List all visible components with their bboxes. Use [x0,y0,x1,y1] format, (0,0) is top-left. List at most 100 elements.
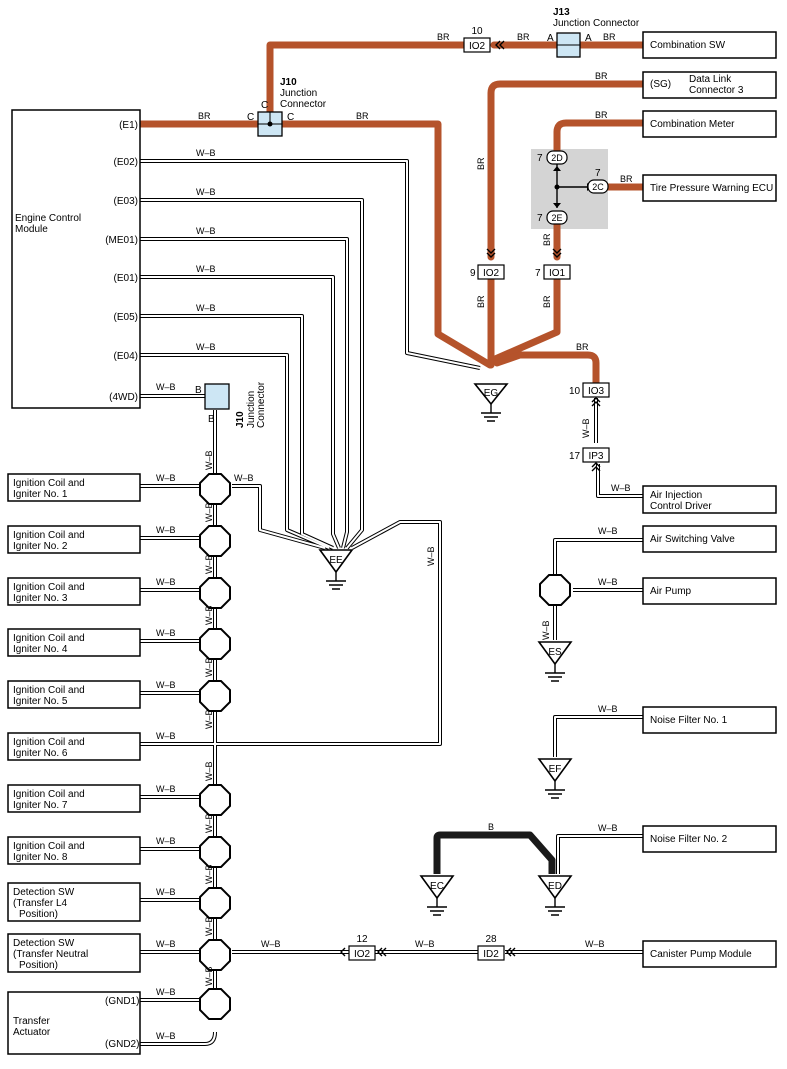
coil-4-label-1: Ignition Coil and [13,633,85,644]
wire-label-br: BR [576,342,589,352]
wire-label-wb-v: W–B [426,546,436,566]
wire-label-wb: W–B [156,382,176,392]
transfer-actuator-label-2: Actuator [13,1027,51,1038]
canister-pump-label: Canister Pump Module [650,949,752,960]
wire-label-wb: W–B [196,148,216,158]
connector-io1-name: IO1 [549,268,566,279]
noise-filter-1-label: Noise Filter No. 1 [650,715,728,726]
j10-top-id: J10 [280,77,297,88]
wire-label-wb: W–B [196,342,216,352]
coil-2-box [7,525,141,554]
transfer-actuator-pin-gnd2: (GND2) [105,1039,139,1050]
splice-coil-2 [199,525,231,557]
wire-label-br: BR [595,71,608,81]
coil-1-box [7,473,141,502]
connector-io3-name: IO3 [588,386,605,397]
wire-label-wb: W–B [156,784,176,794]
j13-pin-right: A [585,33,592,44]
wire-label-wb: W–B [598,577,618,587]
coil-2-label-2: Igniter No. 2 [13,541,68,552]
ground-eg: EG [473,383,509,422]
wire-label-br: BR [198,111,211,121]
junction-block-pins: 2D 7 2E 7 2C 7 [537,150,609,225]
ground-ec: EC [419,875,455,916]
j10-bottom-pin-left: B [195,385,202,396]
dlc3-pin: (SG) [650,79,671,90]
pin-2c-num: 7 [595,168,601,179]
air-switching-valve-box [642,525,777,553]
pin-2e-num: 7 [537,213,543,224]
connector-io3-num: 10 [569,386,581,397]
ground-ed: ED [537,875,573,916]
j13-pin-left: A [547,33,554,44]
j10-top-pin-left: C [247,112,254,123]
coil-2-label-1: Ignition Coil and [13,530,85,541]
wire-label-br-v: BR [542,295,552,308]
tpw-ecu-label: Tire Pressure Warning ECU [650,183,773,194]
j10-top-pin-right: C [287,112,294,123]
j10-bottom-connector [204,383,230,410]
wire-label-wb: W–B [156,836,176,846]
wire-label-wb: W–B [156,939,176,949]
coil-4-label-2: Igniter No. 4 [13,644,68,655]
wire-label-wb: W–B [156,473,176,483]
wire-label-wb-v: W–B [204,916,214,936]
coil-4-box [7,628,141,657]
coil-5-label-2: Igniter No. 5 [13,696,68,707]
wire-label-wb-v: W–B [541,620,551,640]
air-switching-valve-label: Air Switching Valve [650,534,735,545]
combination-meter-box [642,110,777,138]
connector-io2-top-name: IO2 [469,41,486,52]
wire-label-wb: W–B [598,704,618,714]
coil-7-label-2: Igniter No. 7 [13,800,68,811]
connector-io2-bottom [348,945,376,961]
splice-points [199,473,571,1020]
detection-neutral-box [7,933,141,973]
wire-labels: BR BR BR BR BR BR BR BR BR BR BR BR BR W… [156,32,633,1041]
wire-label-wb: W–B [585,939,605,949]
wire-label-wb-v: W–B [204,709,214,729]
connector-id2-name: ID2 [483,949,499,960]
ecm-pins: (E1) (E02) (E03) (ME01) (E01) (E05) (E04… [105,120,138,403]
wire-label-br: BR [437,32,450,42]
j13-id: J13 [553,7,570,18]
dlc3-label-2: Connector 3 [689,85,744,96]
pin-2c-label: 2C [592,182,604,192]
splice-coil-1 [199,473,231,505]
b-wire [433,831,556,874]
wire-label-wb: W–B [598,526,618,536]
ecm-pin-e01: (E01) [114,273,138,284]
splice-coil-7 [199,784,231,816]
wire-label-wb: W–B [196,187,216,197]
coil-1-label-2: Igniter No. 1 [13,489,68,500]
coil-6-label-1: Ignition Coil and [13,737,85,748]
coil-8-label-1: Ignition Coil and [13,841,85,852]
detection-l4-label-3: Position) [19,909,58,920]
pin-2c [587,179,609,194]
wire-label-wb: W–B [196,303,216,313]
coil-8-label-2: Igniter No. 8 [13,852,68,863]
wire-label-br: BR [517,32,530,42]
wire-label-wb: W–B [156,1031,176,1041]
wire-label-wb: W–B [611,483,631,493]
wire-label-wb-v: W–B [204,813,214,833]
wire-label-br: BR [603,32,616,42]
ground-ee: EE [318,549,354,590]
ecm-pin-e03: (E03) [114,196,138,207]
ground-es-label: ES [548,647,562,658]
detection-l4-label-2: (Transfer L4 [13,898,68,909]
combination-sw-label: Combination SW [650,40,726,51]
wire-label-wb-v: W–B [204,502,214,522]
connector-ip3 [582,447,610,463]
ecm-pin-e05: (E05) [114,312,138,323]
wire-label-wb: W–B [156,577,176,587]
ecm-box [11,109,141,409]
combination-sw-box [642,31,777,59]
wire-label-br-v: BR [476,295,486,308]
wire-label-wb: W–B [156,680,176,690]
j10-top-pin-top: C [261,100,268,111]
detection-neutral-label-3: Position) [19,960,58,971]
splice-coil-8 [199,836,231,868]
air-pump-box [642,577,777,605]
